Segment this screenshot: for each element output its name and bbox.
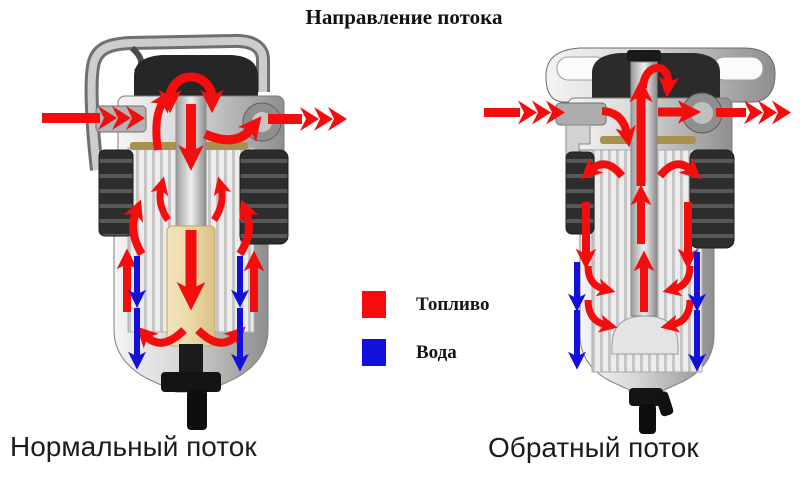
riser-arrow (150, 90, 171, 151)
curl-in-left-upper (584, 265, 616, 297)
fan-arrow-outer-right (236, 199, 259, 257)
head-outlet-curve-arrow (203, 116, 262, 145)
drain-stem (639, 404, 656, 434)
deflect-arrow-right (656, 157, 701, 180)
fuel-flow-arrows-normal (42, 72, 347, 349)
fuel-label: Топливо (416, 294, 490, 315)
inlet-port (555, 102, 607, 126)
water-flow-arrows-reverse (568, 252, 706, 372)
inlet-down-curve-arrow (601, 107, 636, 148)
bottom-uturn-arrow-left (136, 326, 187, 349)
drain-body (161, 372, 221, 392)
water-label: Вода (416, 342, 457, 363)
bottom-uturn-arrow-right (195, 326, 246, 349)
arrow-shaft (42, 113, 100, 123)
page-title: Направление потока (305, 5, 503, 29)
drain-stem (187, 390, 207, 430)
water-color-swatch (362, 339, 386, 366)
arrow-shaft (716, 108, 746, 117)
fan-arrow-inner-left (150, 176, 171, 222)
legend-item-fuel: Топливо (362, 291, 490, 318)
outlet-flow-arrow (268, 107, 347, 131)
water-flow-arrows-normal (128, 256, 249, 372)
outlet-port-bore (691, 102, 713, 124)
collar-left (98, 149, 134, 237)
mounting-bracket-highlight (87, 36, 267, 171)
curl-in-right-upper (662, 265, 694, 297)
inlet-flow-arrow (42, 106, 145, 130)
cap-fountain-arrow (158, 72, 224, 114)
filter-body-reverse (545, 47, 776, 434)
fan-arrow-inner-right (211, 176, 232, 222)
collar-right (689, 149, 735, 249)
arrow-shaft (484, 108, 520, 117)
caption-reverse-flow: Обратный поток (488, 432, 699, 463)
outlet-flow-arrow (716, 100, 791, 125)
tube-top-plug (627, 50, 661, 62)
cap-curl-arrow (639, 64, 680, 98)
fuel-flow-arrows-reverse (484, 64, 791, 333)
drain-body (629, 388, 663, 406)
drain-nub (655, 391, 674, 417)
inlet-flow-arrow (484, 100, 565, 125)
curl-in-left-lower (584, 299, 618, 333)
bottom-dome (611, 315, 679, 355)
filter-normal-flow (42, 33, 347, 430)
drain-neck (179, 344, 203, 374)
deflect-arrow-left (581, 157, 626, 180)
bracket-slot-right (712, 56, 764, 81)
caption-normal-flow: Нормальный поток (10, 431, 257, 462)
fuel-color-swatch (362, 291, 386, 318)
arrow-shaft (268, 114, 302, 124)
filter-reverse-flow (484, 47, 791, 434)
fan-arrow-outer-left (123, 199, 146, 257)
legend-item-water: Вода (362, 339, 457, 366)
